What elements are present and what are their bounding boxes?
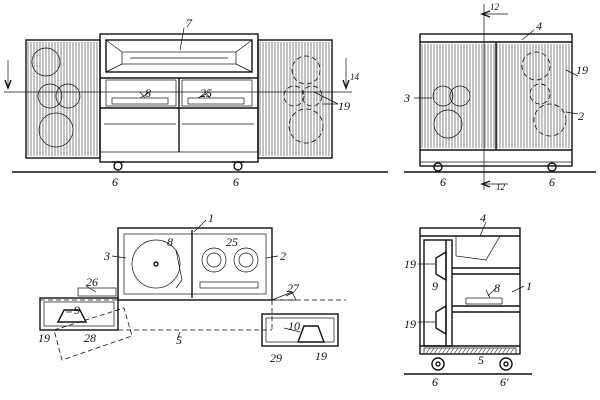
base-hatch-line <box>497 347 503 355</box>
base-hatch-line <box>449 347 455 355</box>
base-hatch-line <box>501 347 507 355</box>
label-front-19: 19 <box>338 99 350 113</box>
front-foot-right <box>233 161 243 171</box>
label-side-12-top: 12 <box>490 2 500 12</box>
base-hatch-line <box>453 347 459 355</box>
label-side-4: 4 <box>536 19 542 33</box>
section-turntable <box>465 297 503 305</box>
base-hatch-line <box>481 347 487 355</box>
base-hatch-line <box>477 347 483 355</box>
label-plan-28: 28 <box>84 331 96 345</box>
label-plan-3: 3 <box>103 249 110 263</box>
label-side-6-left: 6 <box>440 175 446 189</box>
label-sec-6-left: 6 <box>432 375 438 389</box>
label-plan-19-left: 19 <box>38 331 50 345</box>
label-plan-2: 2 <box>280 249 286 263</box>
label-front-8: 8 <box>145 86 151 100</box>
side-cabinet <box>419 33 573 167</box>
label-front-25: 25 <box>200 86 212 100</box>
label-plan-25: 25 <box>226 235 238 249</box>
front-right-speaker-panel <box>257 39 333 159</box>
plan-turntable <box>131 239 181 289</box>
plan-right-speaker-box <box>261 313 339 347</box>
base-hatch-line <box>429 347 435 355</box>
label-plan-1: 1 <box>208 211 214 225</box>
base-hatch-line <box>457 347 463 355</box>
base-hatch-line <box>433 347 439 355</box>
plan-lid-left <box>77 287 117 297</box>
base-hatch-line <box>473 347 479 355</box>
label-side-3: 3 <box>403 91 410 105</box>
label-plan-9: 9 <box>74 303 80 317</box>
label-sec-6-right: 6' <box>500 375 509 389</box>
label-side-19: 19 <box>576 63 588 77</box>
label-sec-5: 5 <box>478 353 484 367</box>
base-hatch-line <box>469 347 475 355</box>
label-side-6-right: 6 <box>549 175 555 189</box>
label-sec-4: 4 <box>480 211 486 225</box>
plan-left-speaker-box <box>39 297 119 331</box>
base-hatch-line <box>493 347 499 355</box>
base-hatch-line <box>485 347 491 355</box>
plan-lid-right <box>271 291 297 301</box>
label-front-6-left: 6 <box>112 175 118 189</box>
base-hatch-line <box>489 347 495 355</box>
front-view: 7 8 25 14 19 6 6 <box>4 16 388 189</box>
label-sec-1: 1 <box>526 279 532 293</box>
plan-cabinet <box>117 227 273 301</box>
label-sec-19-top: 19 <box>404 257 416 271</box>
base-hatch-line <box>465 347 471 355</box>
label-plan-29: 29 <box>270 351 282 365</box>
label-plan-27: 27 <box>287 281 300 295</box>
section-view: 4 19 19 9 8 1 5 6 6' <box>404 211 532 389</box>
label-plan-8: 8 <box>167 235 173 249</box>
label-front-7: 7 <box>186 16 193 30</box>
plan-tape-reel-left <box>201 247 227 273</box>
base-hatch-line <box>509 347 515 355</box>
front-foot-left <box>113 161 123 171</box>
label-front-6-right: 6 <box>233 175 239 189</box>
label-plan-26: 26 <box>86 275 98 289</box>
label-side-12-bottom: 12 <box>496 182 506 192</box>
label-front-14: 14 <box>350 72 360 82</box>
base-hatch-line <box>437 347 443 355</box>
label-sec-9: 9 <box>432 279 438 293</box>
plan-tape-reel-right <box>233 247 259 273</box>
label-plan-5: 5 <box>176 333 182 347</box>
base-hatch-line <box>461 347 467 355</box>
label-sec-8: 8 <box>494 281 500 295</box>
base-hatch-line <box>445 347 451 355</box>
label-sec-19-bottom: 19 <box>404 317 416 331</box>
label-plan-10: 10 <box>288 319 300 333</box>
side-view: 12 12 4 19 3 2 6 6 <box>403 2 596 192</box>
base-hatch-line <box>441 347 447 355</box>
plan-view: 1 8 25 3 2 26 27 9 10 19 28 5 29 19 <box>38 211 346 365</box>
front-left-speaker-circle <box>31 47 61 77</box>
base-hatch-line <box>505 347 511 355</box>
base-hatch-line <box>425 347 431 355</box>
label-plan-19-right: 19 <box>315 349 327 363</box>
label-side-2: 2 <box>578 109 584 123</box>
